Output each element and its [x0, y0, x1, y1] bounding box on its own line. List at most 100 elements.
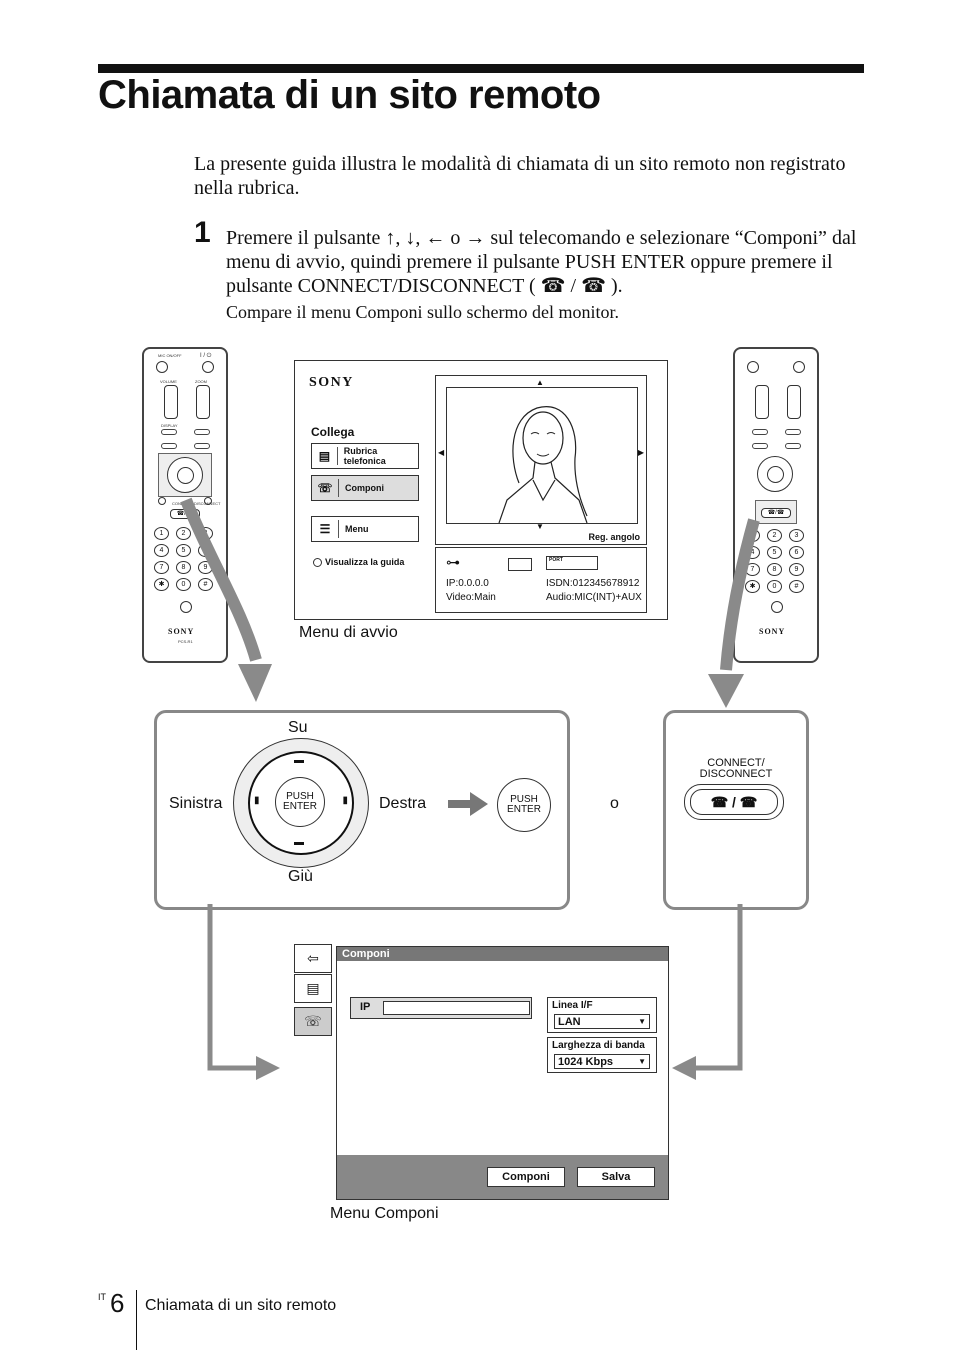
ip-input[interactable] — [383, 1001, 530, 1015]
guide-radio-icon — [313, 557, 322, 567]
step-text: Premere il pulsante ↑, ↓, ← o → sul tele… — [226, 227, 857, 297]
status-panel: ⊶ PORT IP:0.0.0.0 ISDN:012345678912 Vide… — [435, 547, 647, 613]
dpad-outer: ▬ ▬ ▮ ▮ PUSH ENTER — [233, 738, 369, 868]
menu-item-phonebook[interactable]: ▤ Rubrica telefonica — [311, 443, 419, 469]
pan-down-icon[interactable]: ▼ — [536, 522, 544, 531]
arrow-to-dial-left-icon — [207, 904, 280, 1080]
key-8: 8 — [767, 563, 782, 576]
pinp-button — [752, 443, 768, 449]
key-4: 4 — [154, 544, 169, 557]
video-source-icon — [508, 558, 532, 571]
key-0: 0 — [176, 578, 191, 591]
dial-menu-header: Componi — [337, 947, 668, 961]
intro-paragraph: La presente guida illustra le modalità d… — [194, 153, 846, 199]
screen-brand: SONY — [309, 375, 354, 390]
help-button — [180, 601, 192, 613]
key-star: ✱ — [154, 578, 169, 591]
chevron-down-icon: ▼ — [638, 1017, 646, 1026]
footer-page-number: 6 — [110, 1288, 125, 1318]
remote-model: PCS-R1 — [178, 639, 193, 644]
dial-menu-footer-bar: Componi Salva — [337, 1155, 668, 1199]
remote-enter — [767, 466, 784, 483]
zoom-rocker — [196, 385, 210, 419]
connect-disconnect-button[interactable]: ☎ / ☎ — [690, 789, 778, 815]
phonebook-side-button[interactable]: ▤ — [294, 974, 332, 1003]
remote-label-power: I / ⏻ — [200, 353, 212, 359]
footer-text: Chiamata di un sito remoto — [145, 1297, 337, 1314]
arrow-to-dial-right-icon — [672, 904, 743, 1080]
volume-rocker — [755, 385, 769, 419]
dpad-right-arrow-icon[interactable]: ▮ — [342, 795, 348, 806]
camera-angle-label: Reg. angolo — [588, 532, 641, 542]
dpad-left-arrow-icon[interactable]: ▮ — [254, 795, 260, 806]
key-star: ✱ — [745, 580, 760, 593]
push-enter-button[interactable]: PUSH ENTER — [497, 778, 551, 832]
pan-right-icon[interactable]: ▶ — [637, 448, 644, 457]
display-button — [752, 429, 768, 435]
dpad-ring[interactable]: ▬ ▬ ▮ ▮ PUSH ENTER — [248, 751, 354, 855]
ip-field-box: IP — [350, 997, 532, 1019]
start-menu-caption: Menu di avvio — [299, 624, 398, 641]
remote-label-connect: CONNECT/ DISCONNECT — [172, 501, 221, 506]
label-down: Giù — [288, 868, 313, 885]
key-2: 2 — [176, 527, 191, 540]
bandwidth-box: Larghezza di banda 1024 Kbps ▼ — [547, 1037, 657, 1073]
port-indicator: PORT — [546, 556, 598, 570]
back-button[interactable]: ⇦ — [294, 944, 332, 973]
key-8: 8 — [176, 561, 191, 574]
dial-button[interactable]: Componi — [487, 1167, 565, 1187]
status-isdn: ISDN:012345678912 — [546, 578, 640, 589]
footer-divider — [136, 1290, 137, 1350]
pan-left-icon[interactable]: ◀ — [438, 448, 445, 457]
remote-label-display: DISPLAY — [161, 423, 178, 428]
page-title: Chiamata di un sito remoto — [98, 73, 601, 117]
dpad-up-arrow-icon[interactable]: ▬ — [294, 755, 304, 766]
key-5: 5 — [767, 546, 782, 559]
line-if-select[interactable]: LAN ▼ — [554, 1014, 650, 1029]
start-menu-screen: SONY Collega ▤ Rubrica telefonica ☏ Comp… — [294, 360, 668, 620]
person-illustration-icon — [498, 406, 588, 524]
visual-button — [194, 429, 210, 435]
key-7: 7 — [154, 561, 169, 574]
power-button — [202, 361, 214, 373]
label-left: Sinistra — [169, 795, 223, 812]
key-1: 1 — [154, 527, 169, 540]
pan-up-icon[interactable]: ▲ — [536, 378, 544, 387]
power-button — [793, 361, 805, 373]
camera-preview-frame: ▲ ▼ ◀ ▶ Reg. angolo — [435, 375, 647, 545]
camera-image — [446, 387, 638, 524]
key-5: 5 — [176, 544, 191, 557]
key-9: 9 — [789, 563, 804, 576]
guide-toggle[interactable]: Visualizza la guida — [313, 557, 404, 567]
menu-item-menu[interactable]: ☰ Menu — [311, 516, 419, 542]
connect-button-outer: ☎ / ☎ — [684, 784, 784, 820]
save-button[interactable]: Salva — [577, 1167, 655, 1187]
remote-brand: SONY — [168, 627, 195, 636]
key-2: 2 — [767, 529, 782, 542]
arrow-right-remote-icon — [708, 518, 760, 708]
label-up: Su — [288, 719, 308, 736]
line-if-label: Linea I/F — [552, 1000, 593, 1011]
menu-section-collega: Collega — [311, 425, 355, 439]
dial-menu-caption: Menu Componi — [330, 1205, 439, 1222]
remote-control-right: ☎/☎ 1 2 3 4 5 6 7 8 9 ✱ 0 # SONY — [733, 347, 819, 663]
remote-brand: SONY — [759, 627, 786, 636]
remote-label-volume: VOLUME — [160, 379, 177, 384]
key-hash: # — [789, 580, 804, 593]
label-right: Destra — [379, 795, 427, 812]
display-button — [161, 429, 177, 435]
connect-button-small: ☎/☎ — [761, 508, 791, 518]
line-if-box: Linea I/F LAN ▼ — [547, 997, 657, 1033]
phonebook-icon: ▤ — [312, 447, 338, 465]
bandwidth-select[interactable]: 1024 Kbps ▼ — [554, 1054, 650, 1069]
dpad-down-arrow-icon[interactable]: ▬ — [294, 837, 304, 848]
remote-control-left: MIC ON/OFF I / ⏻ VOLUME ZOOM DISPLAY CON… — [142, 347, 228, 663]
remote-connect-highlight: ☎/☎ — [755, 500, 797, 524]
push-enter-button-dpad[interactable]: PUSH ENTER — [275, 777, 325, 827]
footer-lang: IT — [98, 1292, 106, 1302]
menu-button — [204, 497, 212, 505]
remote-dpad — [757, 456, 793, 492]
farnear-button — [194, 443, 210, 449]
dial-side-button[interactable]: ☏ — [294, 1007, 332, 1036]
menu-item-dial[interactable]: ☏ Componi — [311, 475, 419, 501]
